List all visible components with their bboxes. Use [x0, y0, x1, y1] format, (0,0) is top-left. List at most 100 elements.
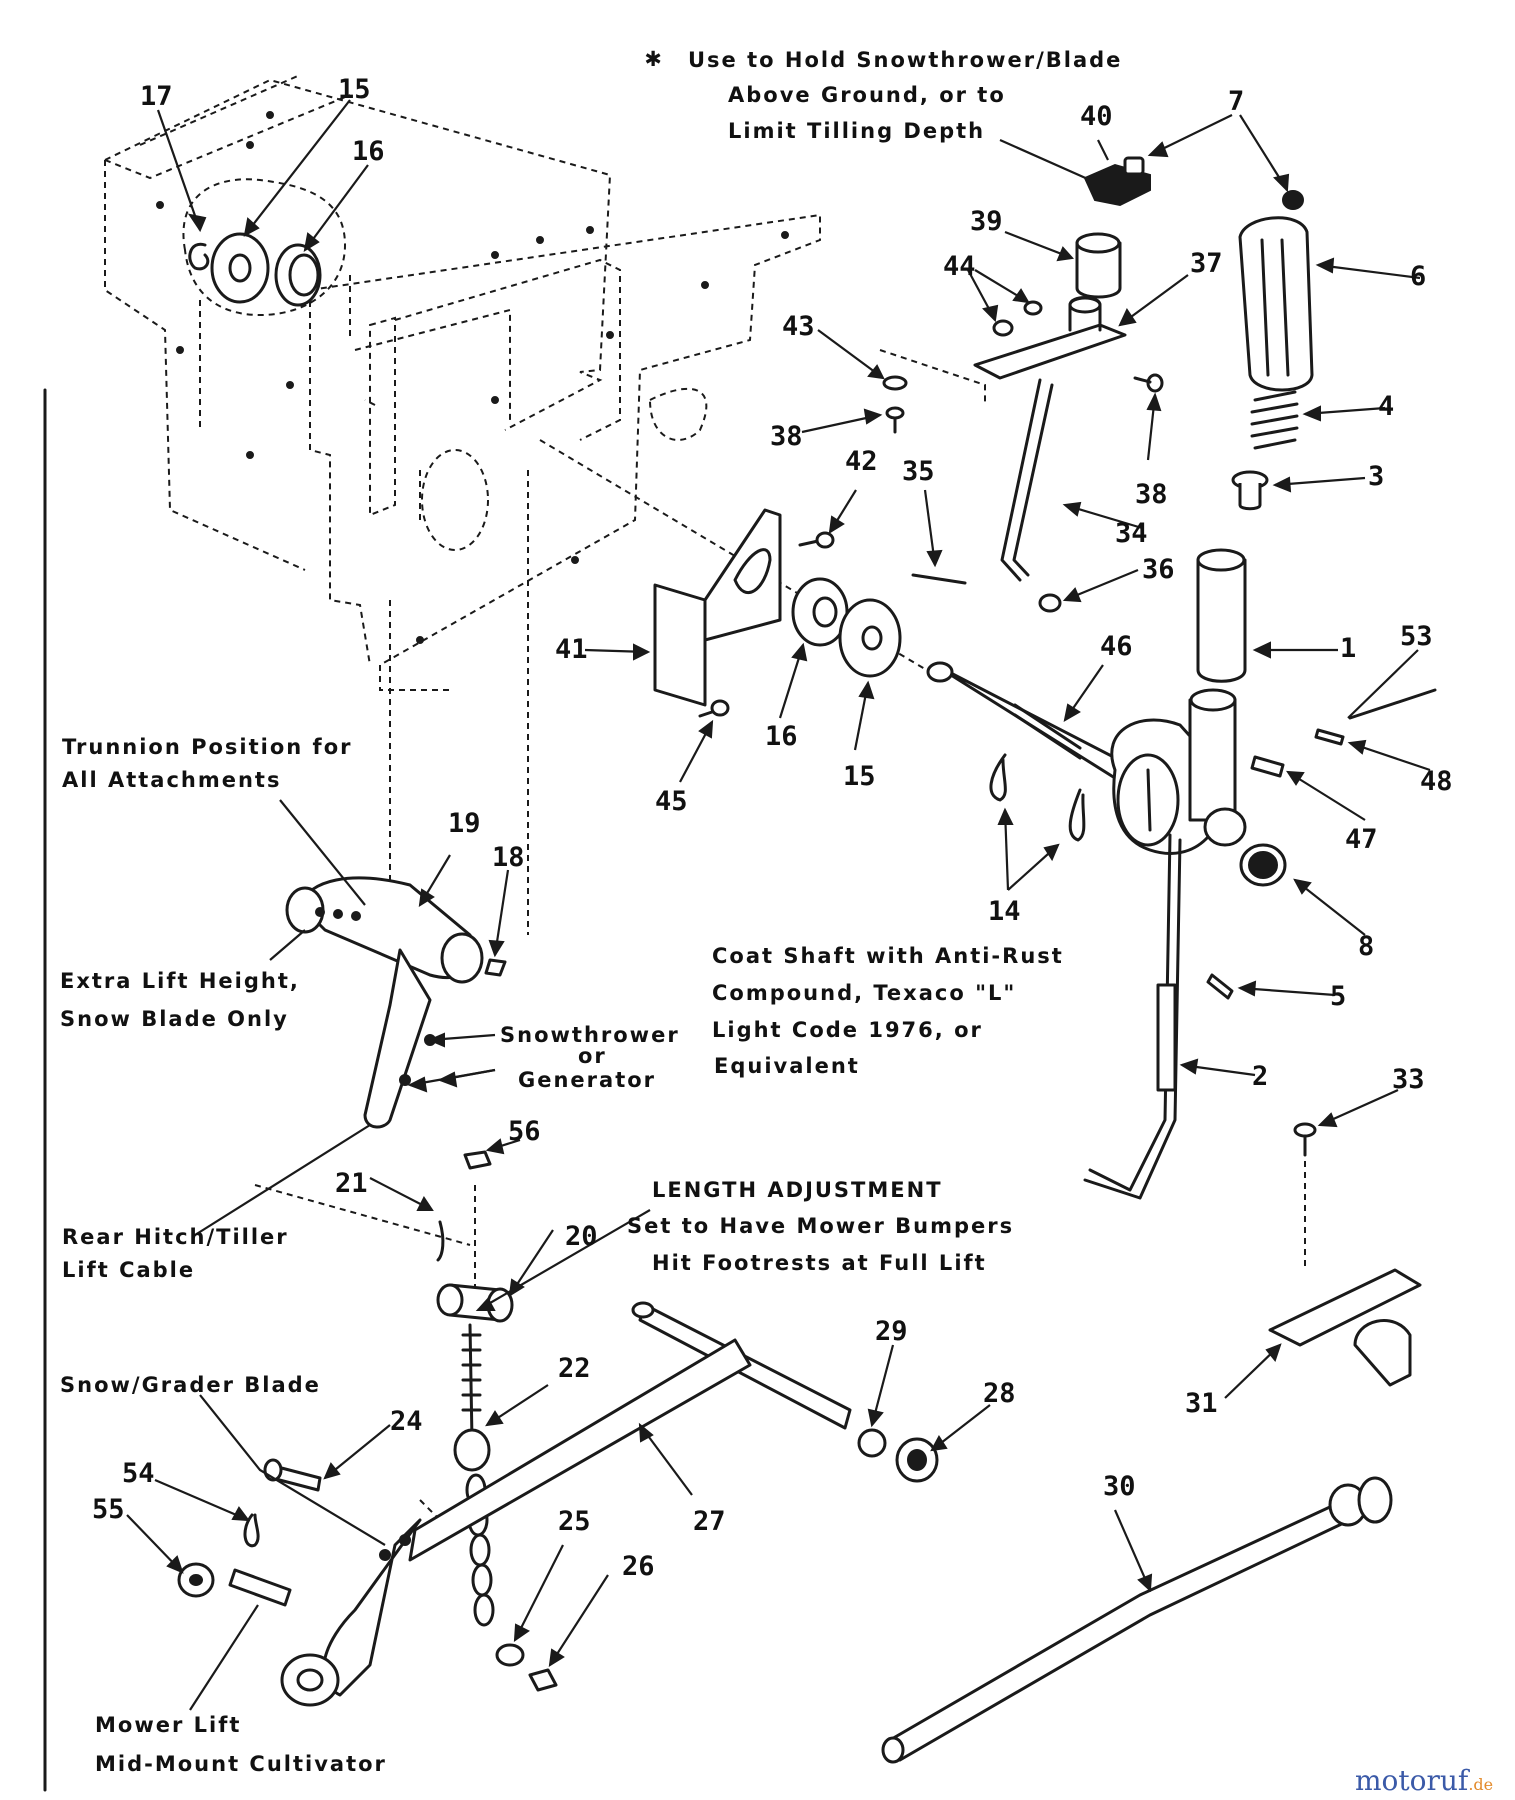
- callout-38: 38: [1135, 479, 1168, 510]
- callout-40: 40: [1080, 101, 1113, 132]
- callout-45: 45: [655, 786, 688, 817]
- callout-16: 16: [352, 136, 385, 167]
- cap-8: [1239, 843, 1287, 887]
- washer-43: [882, 375, 908, 391]
- callout-7: 7: [1228, 86, 1244, 117]
- note-coat-line3: Light Code 1976, or: [712, 1018, 983, 1042]
- callout-15: 15: [843, 761, 876, 792]
- callout-19: 19: [448, 808, 481, 839]
- callout-35: 35: [902, 456, 935, 487]
- watermark-logo: motoruf.de: [1355, 1764, 1493, 1797]
- callout-44: 44: [943, 251, 976, 282]
- callout-5: 5: [1330, 981, 1346, 1012]
- callout-53: 53: [1400, 621, 1433, 652]
- callout-56: 56: [508, 1116, 541, 1147]
- retaining-ring-17: [188, 242, 210, 271]
- watermark-main: motoruf: [1355, 1764, 1471, 1797]
- callout-37: 37: [1190, 248, 1223, 279]
- note-extra-line2: Snow Blade Only: [60, 1007, 289, 1031]
- note-coat-line4: Equivalent: [714, 1054, 860, 1078]
- pin-35: [911, 573, 967, 585]
- screw-38-left: [885, 406, 905, 434]
- callout-55: 55: [92, 1494, 125, 1525]
- note-rear-line1: Rear Hitch/Tiller: [62, 1225, 289, 1249]
- ferrule-20: [436, 1283, 514, 1323]
- knob-40: [1083, 156, 1151, 207]
- lever-hub: [1110, 688, 1247, 855]
- note-snowthrower-line3: Generator: [518, 1068, 656, 1092]
- cap-7: [1282, 190, 1304, 210]
- callout-22: 22: [558, 1353, 591, 1384]
- washer-25: [495, 1643, 525, 1667]
- note-star-line2: Above Ground, or to: [728, 83, 1006, 107]
- washer-29: [857, 1428, 887, 1458]
- callout-48: 48: [1420, 766, 1453, 797]
- callout-46: 46: [1100, 631, 1133, 662]
- assembly-centerlines: [254, 349, 1306, 1521]
- callout-8: 8: [1358, 931, 1374, 962]
- callout-34: 34: [1115, 518, 1148, 549]
- leader-lines: [126, 99, 1431, 1711]
- note-rear-line2: Lift Cable: [62, 1258, 195, 1282]
- note-trunnion-line1: Trunnion Position for: [62, 735, 352, 759]
- callout-1: 1: [1340, 633, 1356, 664]
- callout-15: 15: [338, 74, 371, 105]
- bushing-16-lower: [791, 577, 849, 647]
- washer-55: [177, 1562, 215, 1598]
- note-length-line3: Hit Footrests at Full Lift: [652, 1251, 987, 1275]
- pin-5: [1206, 973, 1234, 1000]
- callout-numbers: 17 15 16 40 7 39 37 44 43 6 38 42 35 38 …: [92, 74, 1453, 1582]
- bushing-16-upper: [274, 243, 322, 307]
- callout-16: 16: [765, 721, 798, 752]
- note-coat-line2: Compound, Texaco "L": [712, 981, 1016, 1005]
- note-star-line1: Use to Hold Snowthrower/Blade: [688, 48, 1122, 72]
- lift-shaft-27: [280, 1301, 852, 1707]
- rod-34: [1000, 378, 1054, 582]
- callout-2: 2: [1252, 1061, 1268, 1092]
- note-snowthrower-line1: Snowthrower: [500, 1023, 680, 1047]
- callout-41: 41: [555, 634, 588, 665]
- bolt-24: [263, 1458, 322, 1492]
- note-coat-line1: Coat Shaft with Anti-Rust: [712, 944, 1064, 968]
- callout-31: 31: [1185, 1388, 1218, 1419]
- screw-38-right: [1133, 373, 1164, 393]
- rod-2: [1083, 833, 1182, 1200]
- pin-53: [1348, 688, 1437, 720]
- callout-39: 39: [970, 206, 1003, 237]
- callout-25: 25: [558, 1506, 591, 1537]
- note-mower-line2: Mid-Mount Cultivator: [95, 1752, 387, 1776]
- callout-17: 17: [140, 81, 173, 112]
- note-trunnion-line2: All Attachments: [62, 768, 281, 792]
- hairpin-14: [989, 753, 1086, 842]
- washer-15-upper: [210, 232, 270, 304]
- screw-33: [1293, 1122, 1317, 1157]
- callout-21: 21: [335, 1168, 368, 1199]
- callout-29: 29: [875, 1316, 908, 1347]
- watermark-suffix: .de: [1468, 1775, 1493, 1794]
- pin-18: [484, 958, 507, 977]
- bushing-28: [895, 1437, 939, 1483]
- pin-48: [1314, 728, 1345, 746]
- callout-30: 30: [1103, 1471, 1136, 1502]
- nut-26: [528, 1668, 558, 1692]
- bracket-37: [973, 296, 1127, 380]
- callout-38: 38: [770, 421, 803, 452]
- callout-24: 24: [390, 1406, 423, 1437]
- grip-6: [1238, 216, 1314, 392]
- note-mower-line1: Mower Lift: [95, 1713, 241, 1737]
- callout-36: 36: [1142, 554, 1175, 585]
- tube-1: [1196, 548, 1247, 683]
- callout-43: 43: [782, 311, 815, 342]
- callout-33: 33: [1392, 1064, 1425, 1095]
- callout-18: 18: [492, 842, 525, 873]
- note-length-line1: LENGTH ADJUSTMENT: [652, 1178, 943, 1202]
- callout-27: 27: [693, 1506, 726, 1537]
- bracket-41: [653, 508, 782, 707]
- nut-56: [463, 1150, 492, 1170]
- tractor-frame-outline: [104, 74, 821, 691]
- note-extra-line1: Extra Lift Height,: [60, 969, 300, 993]
- bushing-3: [1231, 470, 1269, 511]
- note-length-line2: Set to Have Mower Bumpers: [627, 1214, 1014, 1238]
- callout-4: 4: [1378, 391, 1394, 422]
